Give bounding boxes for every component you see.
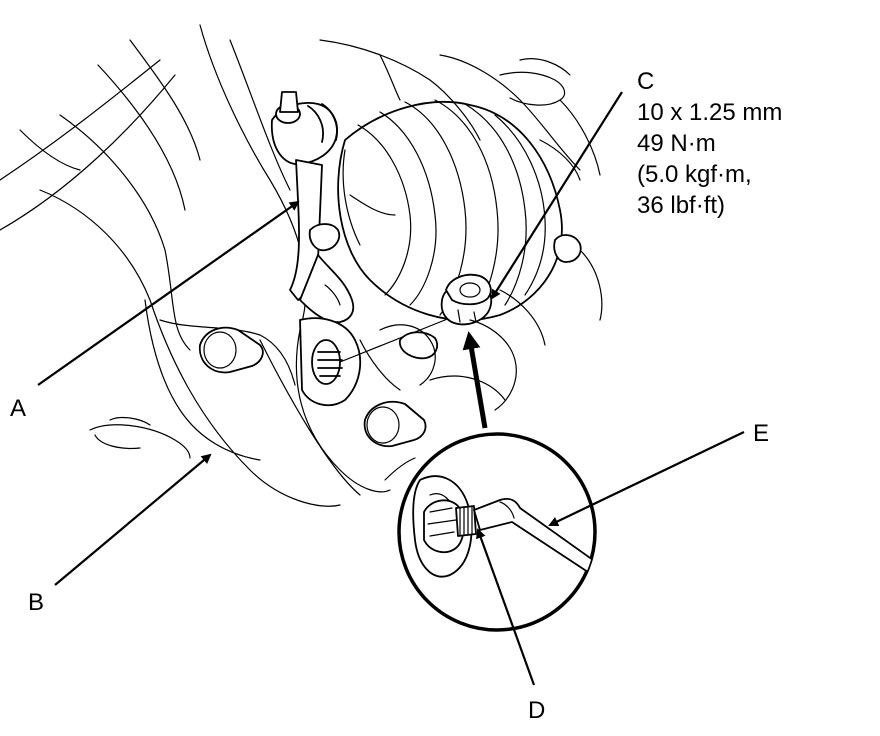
leader-c	[490, 91, 623, 300]
lower-brackets	[359, 289, 546, 481]
detail-circle	[397, 432, 597, 632]
callout-d: D	[528, 697, 545, 724]
spec-torque-nm: 49 N·m	[637, 130, 716, 157]
tie-rod	[271, 91, 355, 323]
torque-spec-c: 10 x 1.25 mm 49 N·m (5.0 kgf·m, 36 lbf·f…	[637, 99, 782, 219]
spec-thread-size: 10 x 1.25 mm	[637, 99, 782, 126]
spec-torque-lbfft: 36 lbf·ft)	[637, 192, 725, 219]
leader-a	[37, 200, 300, 386]
leader-d	[476, 528, 536, 686]
knuckle-body-outline	[0, 24, 391, 507]
knuckle-arm	[299, 317, 451, 407]
callout-a: A	[10, 395, 26, 422]
leader-lines	[37, 91, 745, 686]
leader-b	[54, 453, 212, 586]
bolt-heads	[199, 223, 582, 448]
leader-e	[548, 431, 745, 527]
callout-b: B	[28, 589, 44, 616]
callout-c: C	[637, 68, 654, 95]
detail-reference-arrow	[462, 331, 488, 429]
castle-nut	[440, 273, 493, 326]
callout-e: E	[753, 420, 769, 447]
rack-housing	[319, 39, 603, 321]
spec-torque-kgfm: (5.0 kgf·m,	[637, 161, 752, 188]
